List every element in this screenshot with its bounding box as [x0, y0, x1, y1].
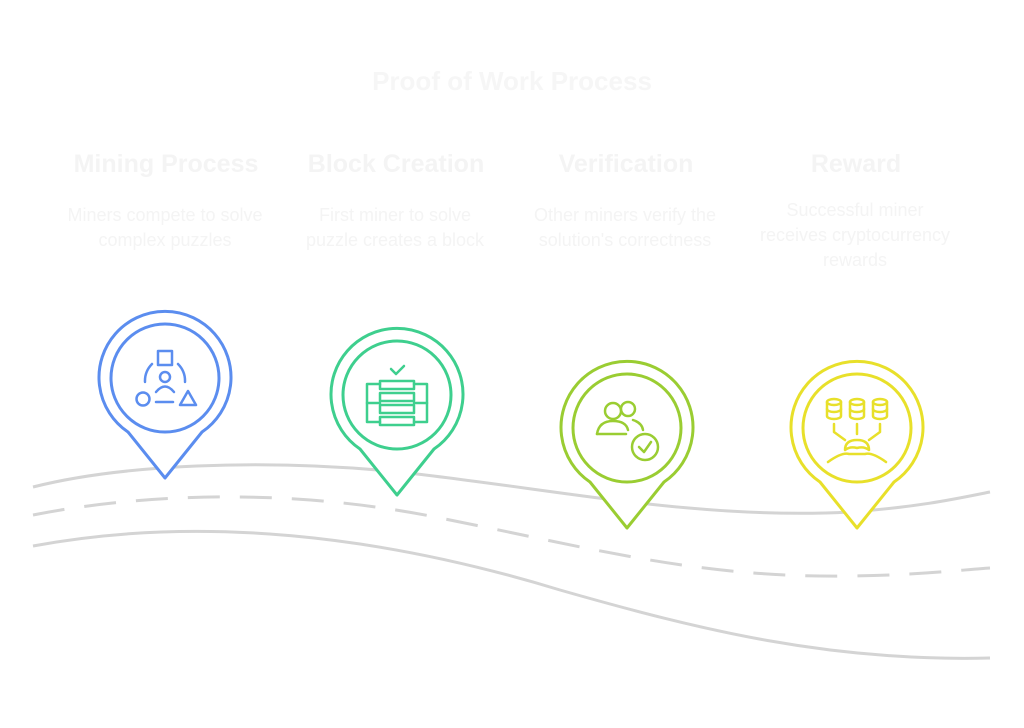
- road-center-dashes: [32, 495, 991, 578]
- road-top-edge: [32, 463, 991, 515]
- puzzle-shapes-person-icon: [135, 349, 198, 407]
- step-desc-reward: Successful miner receives cryptocurrency…: [759, 200, 951, 270]
- pin-verification: [559, 359, 695, 530]
- step-title-block: Block Creation: [307, 150, 485, 178]
- step-desc-verification: Other miners verify the solution's corre…: [533, 205, 717, 250]
- pin-mining: [97, 309, 233, 480]
- users-check-icon: [595, 400, 660, 462]
- step-desc-block: First miner to solve puzzle creates a bl…: [305, 205, 485, 250]
- step-desc-mining: Miners compete to solve complex puzzles: [67, 205, 263, 250]
- road-bottom-edge: [32, 529, 991, 660]
- pin-block: [329, 326, 465, 497]
- step-title-mining: Mining Process: [73, 150, 259, 178]
- page-title: Proof of Work Process: [372, 66, 652, 96]
- coins-reward-icon: [825, 397, 889, 464]
- step-title-reward: Reward: [810, 150, 902, 178]
- step-title-verification: Verification: [558, 150, 694, 178]
- block-stack-check-icon: [365, 364, 429, 427]
- pin-reward: [789, 359, 925, 530]
